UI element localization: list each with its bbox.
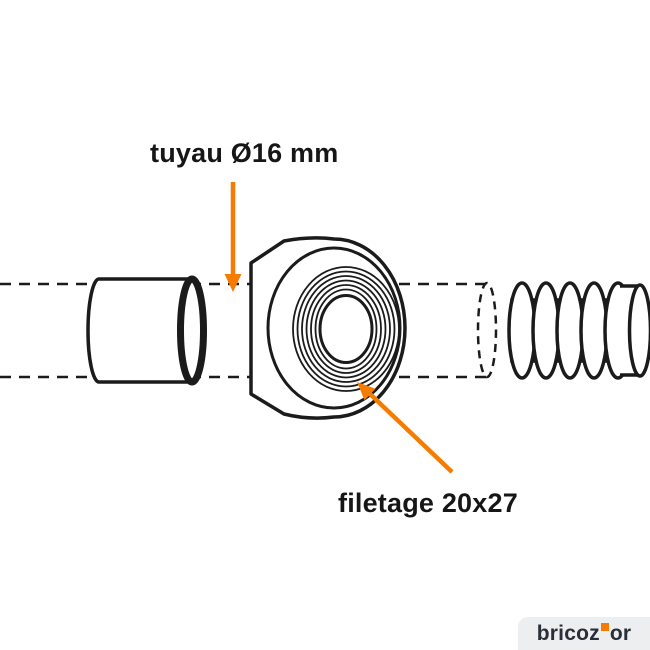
pipe-diameter-label: tuyau Ø16 mm: [150, 138, 339, 168]
nut-face-rim: [266, 246, 402, 410]
pipe-end-dashed-ellipse: [476, 281, 498, 379]
pipe-sleeve: [86, 275, 207, 386]
pipe-callout-arrow: [224, 182, 242, 292]
thread-callout-arrow: [357, 382, 454, 474]
nut-thread-rings: [292, 266, 400, 392]
hex-nut: [249, 236, 407, 420]
logo-text-part2: or: [609, 622, 632, 645]
logo-orange-square-icon: [600, 622, 609, 631]
bricozor-logo: bricoz or: [518, 617, 650, 650]
logo-text-part1: bricoz: [536, 622, 600, 645]
pipe-dashed-outline: [0, 282, 487, 379]
thread-size-label: filetage 20x27: [338, 488, 518, 518]
barbed-connector: [507, 281, 650, 380]
